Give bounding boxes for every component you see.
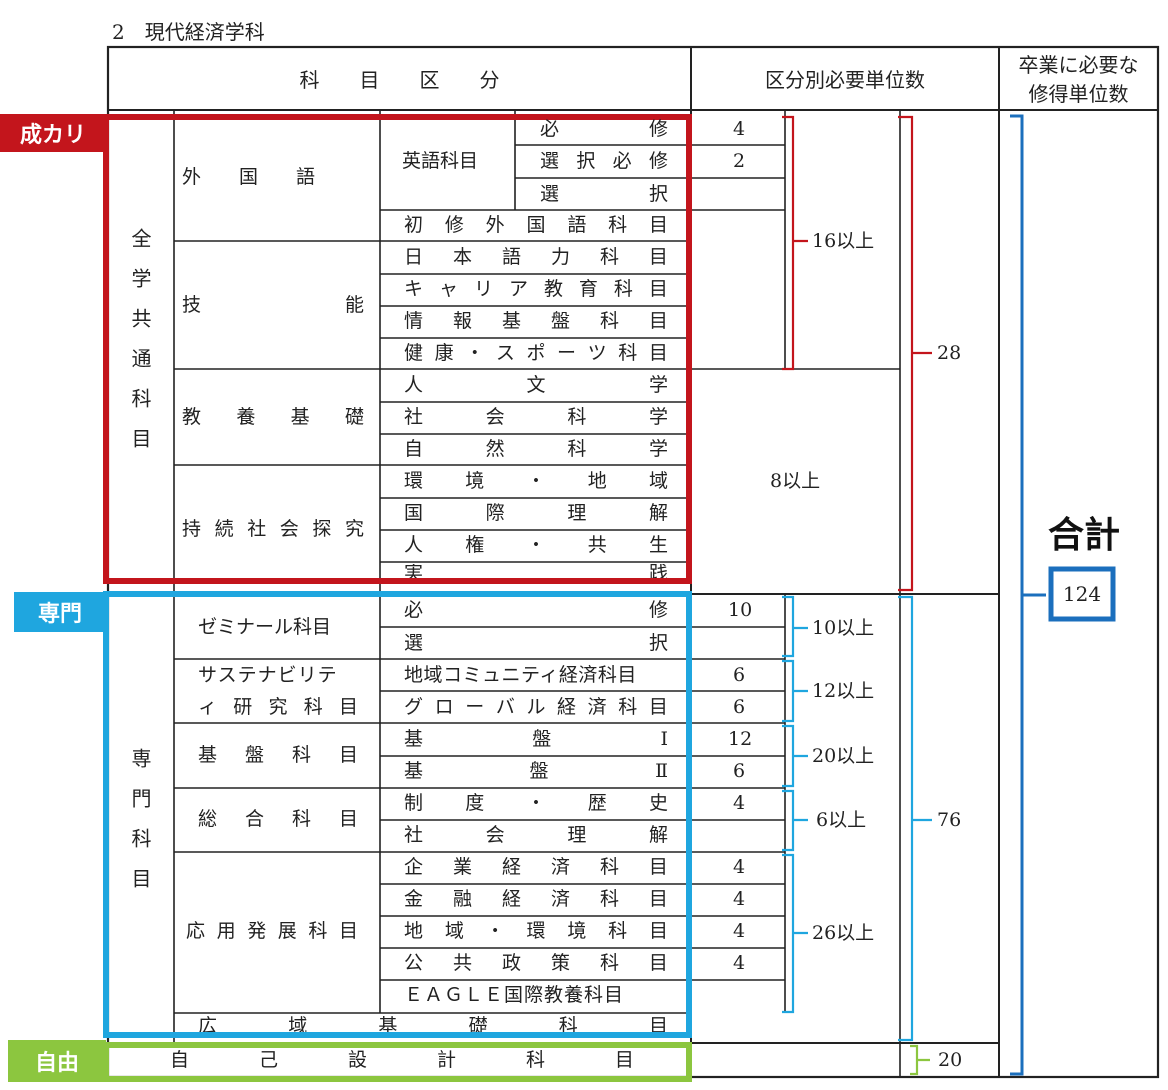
tag-gokei: 合計 — [1048, 515, 1121, 556]
joho: 情報基盤科目 — [404, 310, 668, 332]
kankyo-chiiki: 環境・地域 — [404, 470, 668, 492]
eagle-kokusai: ＥＡＧＬＥ国際教養科目 — [404, 984, 625, 1006]
sem-sentaku: 選択 — [404, 632, 668, 654]
seminar-label: ゼミナール科目 — [198, 616, 332, 638]
units-sem-hisshu: 10 — [728, 599, 753, 621]
kenko: 健康・スポーツ科目 — [404, 342, 668, 364]
tag-seikari: 成カリ — [0, 114, 106, 152]
units-eigo-sentaku-hisshu: 2 — [733, 150, 746, 172]
jiko-sekkei: 自己設計科目 — [170, 1049, 634, 1071]
eigo-label: 英語科目 — [402, 150, 479, 172]
kyoyo-label: 教養基礎 — [182, 406, 364, 428]
koiki-kiso-clipped: 広域基礎科目 — [198, 1016, 668, 1033]
jinken-kyosei: 人権・共生 — [404, 534, 668, 556]
chiiki-community: 地域コミュニティ経済科目 — [404, 664, 637, 686]
jizoku-label: 持続社会探究 — [182, 518, 364, 540]
sub-total-kiban: 20以上 — [812, 745, 875, 767]
units-global: 6 — [733, 696, 746, 718]
eigo-sentaku-hisshu: 選択必修 — [540, 150, 668, 172]
units-seido: 4 — [733, 792, 746, 814]
sub-total-8: 8以上 — [770, 470, 821, 492]
global-keizai: グローバル経済科目 — [404, 696, 668, 718]
sub-total-oyo: 26以上 — [812, 922, 875, 944]
gino-label: 技能 — [182, 294, 364, 316]
total-credits: 124 — [1062, 582, 1102, 606]
kiban-label: 基盤科目 — [198, 744, 358, 766]
shoshu-gaikokugo: 初修外国語科目 — [404, 214, 668, 236]
career: キャリア教育科目 — [404, 278, 668, 300]
shizen-kagaku: 自然科学 — [404, 438, 668, 460]
tag-senmon: 専門 — [14, 592, 106, 632]
sogo-label: 総合科目 — [198, 808, 358, 830]
total-jiyu: 20 — [938, 1049, 963, 1071]
sub-total-16: 16以上 — [812, 230, 875, 252]
units-chiiki-kankyo: 4 — [733, 920, 746, 942]
jissen-clipped: 実践 — [404, 564, 668, 578]
gaikokugo-label: 外 国 語 — [182, 166, 316, 188]
units-kiban1: 12 — [728, 728, 753, 750]
kokyo-seisaku: 公共政策科目 — [404, 952, 668, 974]
header-subject-category: 科 目 区 分 — [299, 68, 500, 92]
header-units-by-category: 区分別必要単位数 — [765, 68, 925, 92]
units-chiiki: 6 — [733, 664, 746, 686]
sub-total-seminar: 10以上 — [812, 617, 875, 639]
sub-total-sustain: 12以上 — [812, 680, 875, 702]
sustain-label-2: ィ研究科目 — [198, 696, 358, 718]
shakai-kagaku: 社会科学 — [404, 406, 668, 428]
tag-jiyu: 自由 — [8, 1040, 106, 1082]
sub-total-sogo: 6以上 — [816, 809, 867, 831]
seido-rekishi: 制度・歴史 — [404, 792, 668, 814]
eigo-hisshu: 必修 — [540, 118, 668, 140]
chiiki-kankyo: 地域・環境科目 — [404, 920, 668, 942]
total-senmon: 76 — [937, 809, 962, 831]
units-kinyu: 4 — [733, 888, 746, 910]
units-eigo-hisshu: 4 — [733, 118, 746, 140]
section-title: 2 現代経済学科 — [112, 20, 265, 44]
eigo-sentaku: 選択 — [540, 183, 668, 205]
sem-hisshu: 必修 — [404, 599, 668, 621]
header-required-line2: 修得単位数 — [1028, 82, 1129, 106]
jinbun: 人文学 — [404, 374, 668, 396]
nihongo: 日本語力科目 — [404, 246, 668, 268]
total-zengaku: 28 — [937, 342, 962, 364]
units-kiban2: 6 — [733, 760, 746, 782]
zengaku-label: 全学共通科目 — [128, 228, 152, 468]
sustain-label-1: サステナビリテ — [198, 664, 338, 686]
senmon-label: 専門科目 — [128, 748, 152, 908]
units-kokyo: 4 — [733, 952, 746, 974]
kokusai-rikai: 国際理解 — [404, 502, 668, 524]
oyo-label: 応用発展科目 — [186, 920, 358, 942]
units-kigyo: 4 — [733, 856, 746, 878]
kinyu-keizai: 金融経済科目 — [404, 888, 668, 910]
header-required-line1: 卒業に必要な — [1018, 53, 1139, 77]
shakai-rikai: 社会理解 — [404, 824, 668, 846]
kigyo-keizai: 企業経済科目 — [404, 856, 668, 878]
